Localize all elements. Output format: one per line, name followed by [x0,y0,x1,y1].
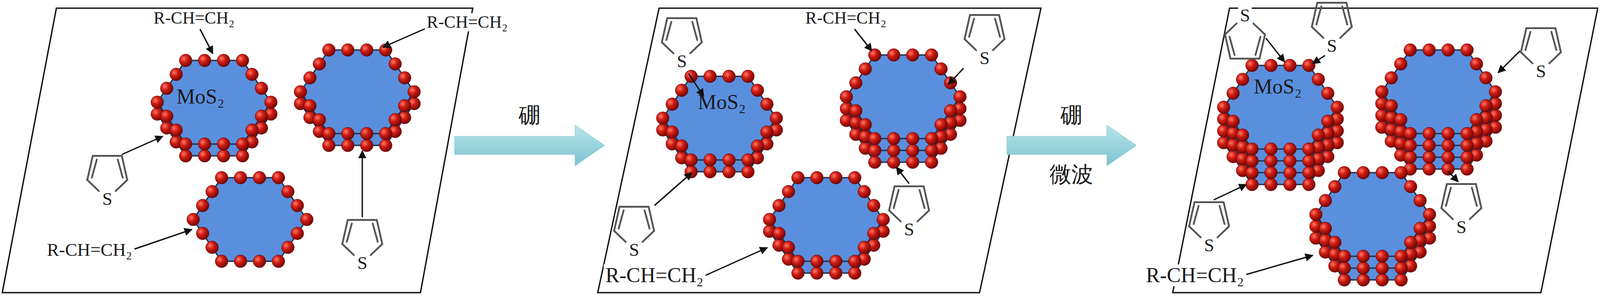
atom-label: S [627,240,641,260]
mos2-stack [763,171,890,280]
panel [1172,8,1598,293]
thiophene-ring [1520,28,1561,64]
panel [2,8,473,293]
leader-arrow [134,229,192,250]
leader-arrow [854,29,872,51]
atom-label: S [902,220,916,240]
leader-arrow [1265,38,1285,62]
mos2-stack [1309,166,1436,287]
condition-label: 硼 [1060,104,1083,127]
group-label: R-CH=CH₂ [603,264,706,287]
condition-label: 硼 [518,104,541,127]
atom-label: S [1454,217,1469,237]
thiophene-ring [1311,2,1352,38]
leader-arrow [896,167,910,184]
thiophene-ring [964,15,1005,50]
process-arrow [454,125,605,166]
atom-label: S [1325,36,1339,56]
leader-arrow [948,68,964,85]
atom-label: S [675,51,689,71]
material-label: MoS₂ [697,91,746,114]
atom-label: S [977,48,992,68]
mos2-stack [656,70,783,179]
leader-arrow [1498,50,1520,73]
group-label: R-CH=CH₂ [425,13,510,32]
condition-label: 微波 [1049,163,1094,186]
mos2-stack [1375,43,1502,176]
atom-label: S [1202,235,1216,255]
mos2-stack [150,54,278,163]
material-label: MoS₂ [1253,75,1302,98]
thiophene-ring [1189,202,1230,238]
thiophene-ring [87,155,128,191]
thiophene-ring [614,206,655,242]
atom-label: S [355,253,370,273]
leader-arrow [654,172,692,206]
group-label: R-CH=CH₂ [151,9,237,28]
leader-arrow [1213,184,1247,200]
leader-arrow [1312,55,1325,64]
panel [597,8,1041,293]
mos2-stack [840,48,967,169]
material-label: MoS₂ [176,85,225,108]
thiophene-ring [342,220,383,255]
thiophene-ring [889,186,930,222]
atom-label: S [1534,61,1548,81]
mos2-stack [1217,59,1344,191]
thiophene-ring [1441,184,1482,220]
leader-arrow [121,136,163,155]
leader-arrow [200,29,213,54]
group-label: R-CH=CH₂ [45,240,135,260]
group-label: R-CH=CH₂ [1144,264,1246,287]
mos2-stack [186,171,314,268]
leader-arrow [1447,170,1459,182]
leader-arrow [1246,255,1313,275]
atom-label: S [1238,5,1252,25]
thiophene-ring [661,18,702,54]
process-arrow [1006,125,1137,166]
atom-label: S [100,189,115,209]
leader-arrow [382,28,427,48]
mos2-stack [294,43,421,152]
leader-arrow [705,247,768,276]
thiophene-ring [1225,23,1265,59]
group-label: R-CH=CH₂ [803,9,889,28]
leader-arrow [361,150,364,218]
